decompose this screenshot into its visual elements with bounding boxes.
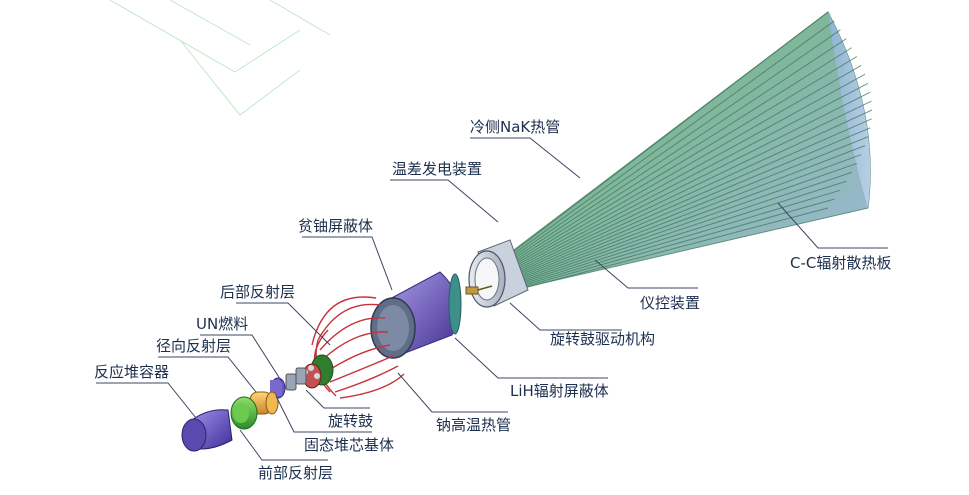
radiator-fin bbox=[507, 73, 866, 271]
leader-radial bbox=[158, 356, 257, 393]
label-drum-drive: 旋转鼓驱动机构 bbox=[550, 330, 655, 348]
leader-core-matrix bbox=[275, 395, 372, 433]
leader-instrument bbox=[594, 259, 698, 289]
radiator-fin bbox=[520, 180, 847, 285]
rotating-drums bbox=[285, 367, 307, 391]
label-core-matrix: 固态堆芯基体 bbox=[304, 436, 394, 454]
reactor-vessel bbox=[181, 409, 233, 452]
leader-un-fuel bbox=[200, 334, 283, 383]
leader-vessel bbox=[96, 382, 197, 419]
thermoelectric-ring bbox=[465, 239, 529, 308]
radiator-fin bbox=[516, 145, 866, 281]
label-reactor-vessel: 反应堆容器 bbox=[94, 363, 169, 381]
radiator-fin bbox=[499, 11, 829, 263]
radiator-fin bbox=[509, 91, 871, 274]
leader-front-reflector bbox=[239, 429, 328, 461]
leader-drum-drive bbox=[509, 302, 622, 331]
label-lih-shield: LiH辐射屏蔽体 bbox=[510, 382, 609, 400]
leader-lines bbox=[96, 137, 888, 461]
label-du-shield: 贫铀屏蔽体 bbox=[298, 217, 373, 235]
leader-thermoelectric bbox=[390, 179, 499, 223]
radiator-fin bbox=[515, 136, 869, 280]
label-sodium-heat-pipe: 钠高温热管 bbox=[436, 416, 511, 434]
front-reflector bbox=[230, 396, 258, 430]
radiator-fin bbox=[500, 20, 835, 264]
leader-nak bbox=[470, 137, 581, 179]
core-matrix bbox=[302, 354, 334, 389]
radiator-fin bbox=[522, 198, 835, 288]
radiator-fin bbox=[517, 154, 862, 282]
label-radial-reflector: 径向反射层 bbox=[156, 337, 231, 355]
leader-lih bbox=[454, 337, 608, 379]
radiator-fin bbox=[505, 56, 858, 269]
label-cc-radiator: C-C辐射散热板 bbox=[790, 254, 891, 272]
radiator-fin bbox=[504, 47, 853, 268]
label-un-fuel: UN燃料 bbox=[196, 315, 248, 333]
cc-radiator-cone bbox=[497, 11, 873, 289]
label-rotating-drum: 旋转鼓 bbox=[328, 412, 373, 430]
depleted-uranium-shield bbox=[370, 271, 462, 359]
leader-drum bbox=[305, 389, 370, 409]
leader-sodium bbox=[397, 372, 508, 413]
radiator-fin bbox=[510, 100, 872, 275]
labels: 冷侧NaK热管 温差发电装置 贫铀屏蔽体 后部反射层 UN燃料 径向反射层 反应… bbox=[94, 118, 891, 482]
label-nak-heat-pipe: 冷侧NaK热管 bbox=[470, 118, 560, 136]
radiator-fin bbox=[523, 207, 829, 289]
instrumentation-device bbox=[465, 285, 493, 295]
label-rear-reflector: 后部反射层 bbox=[220, 283, 295, 301]
label-instrumentation: 仪控装置 bbox=[640, 294, 700, 312]
leader-rear-reflector bbox=[236, 302, 331, 346]
radiator-fin bbox=[506, 65, 862, 270]
radiator-fin bbox=[511, 109, 873, 276]
background-grid-lines bbox=[109, 0, 331, 116]
radiator-fin bbox=[513, 127, 871, 278]
radiator-fin bbox=[502, 38, 847, 266]
radiator-fin bbox=[519, 171, 852, 284]
label-thermoelectric: 温差发电装置 bbox=[392, 160, 482, 178]
leader-du-shield bbox=[302, 236, 393, 291]
label-front-reflector: 前部反射层 bbox=[258, 464, 333, 482]
leader-radiator bbox=[777, 202, 888, 249]
radiator-fin bbox=[501, 29, 841, 265]
radiator-fin bbox=[518, 162, 857, 283]
radiator-fin bbox=[512, 118, 872, 277]
radiator-fin bbox=[508, 82, 869, 272]
radiator-fin bbox=[521, 189, 841, 287]
